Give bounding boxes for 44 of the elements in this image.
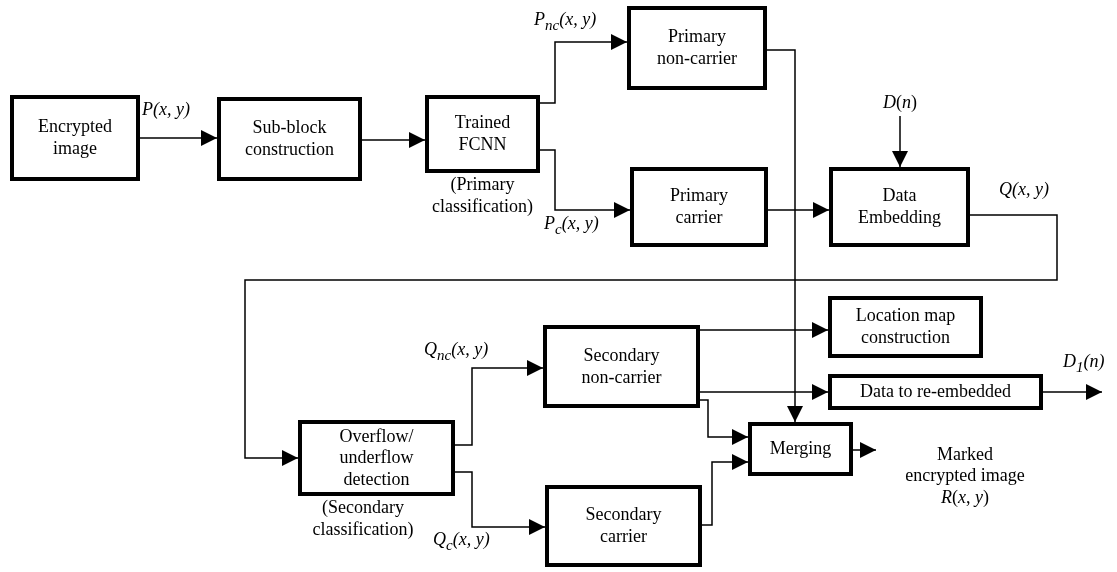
arrow xyxy=(699,322,829,338)
box-label: Sub-block construction xyxy=(244,117,335,161)
signal-label: D(n) xyxy=(883,92,917,114)
arrow xyxy=(766,49,803,423)
box-label: Data to re-embedded xyxy=(860,381,1011,403)
process-box xyxy=(545,485,702,567)
box-label: Overflow/ underflow detection xyxy=(338,425,415,491)
process-box xyxy=(829,167,970,247)
arrow xyxy=(454,471,546,535)
arrow xyxy=(139,130,218,146)
arrow xyxy=(767,202,830,218)
process-box xyxy=(828,296,983,358)
edge-label: Q(x, y) xyxy=(998,180,1050,200)
arrow xyxy=(852,442,877,458)
box-label: Primary carrier xyxy=(669,185,729,229)
box-label: Trained FCNN xyxy=(453,112,512,156)
arrow xyxy=(539,149,631,218)
arrow xyxy=(1042,384,1103,400)
process-box xyxy=(630,167,768,247)
process-box xyxy=(543,325,700,408)
box-label: Encrypted image xyxy=(37,116,113,160)
box-label: Merging xyxy=(769,438,832,460)
process-box xyxy=(298,420,455,496)
arrow xyxy=(539,34,628,104)
box-label: Secondary non-carrier xyxy=(580,344,663,389)
process-box xyxy=(828,374,1043,410)
process-box xyxy=(748,422,853,476)
arrow xyxy=(699,399,749,445)
process-box xyxy=(425,95,540,173)
box-label: Secondary carrier xyxy=(584,504,663,548)
arrow xyxy=(361,132,426,148)
signal-label: R(x, y) xyxy=(941,486,989,509)
edge-label: P(x, y) xyxy=(141,100,191,120)
arrow xyxy=(701,454,749,526)
box-label: Primary non-carrier xyxy=(656,26,738,70)
process-box xyxy=(217,97,362,181)
arrow xyxy=(892,115,908,168)
arrow xyxy=(244,214,1058,466)
process-box xyxy=(627,6,767,90)
arrow xyxy=(454,360,544,446)
box-label: Location map construction xyxy=(854,305,957,349)
process-box xyxy=(10,95,140,181)
arrow xyxy=(699,384,829,400)
box-label: Data Embedding xyxy=(857,185,942,229)
